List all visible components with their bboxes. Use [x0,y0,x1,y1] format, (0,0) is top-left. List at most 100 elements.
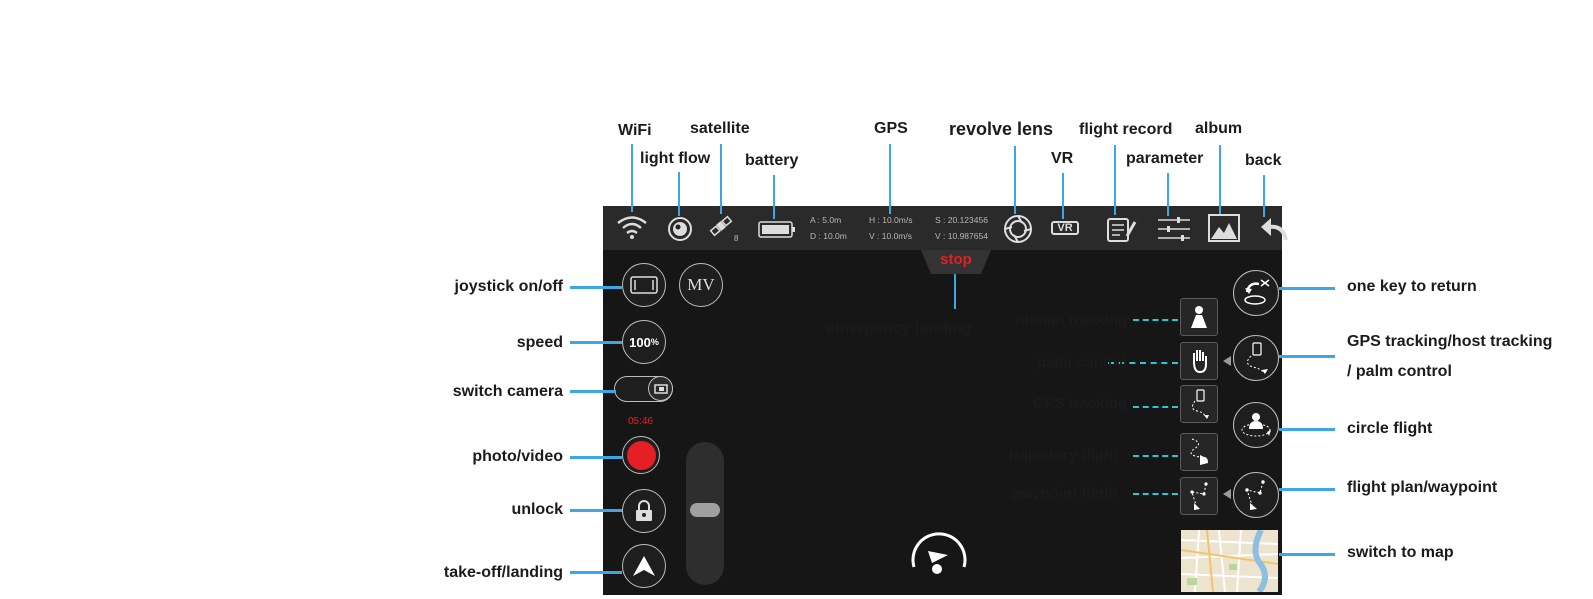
callout-line [678,172,680,216]
record-icon [626,440,656,470]
stop-label: stop [940,251,972,268]
parameter-icon[interactable] [1157,216,1191,242]
vr-icon[interactable]: VR [1051,221,1079,235]
switch-camera-toggle[interactable] [614,376,673,402]
flight-mode-dial[interactable] [906,521,972,587]
light-flow-icon[interactable] [667,216,693,242]
label-light-flow: light flow [640,150,711,167]
gps-host-palm-button[interactable] [1233,335,1279,381]
throttle-slider-handle[interactable] [690,503,720,517]
vr-label: VR [1051,221,1079,235]
trajectory-icon [1190,438,1208,465]
unlock-button[interactable] [622,489,666,533]
label-vr: VR [1051,150,1074,167]
flight-plan-button[interactable] [1233,472,1279,518]
human-tracking-button[interactable] [1180,298,1218,336]
label-gps-host-palm-2: / palm control [1347,363,1452,380]
speed-button[interactable]: 100% [622,320,666,364]
wifi-icon[interactable] [616,214,648,240]
callout-line [1279,355,1335,358]
label-trajectory-flight: trajectory flight [1008,447,1118,464]
callout-line [1062,173,1064,219]
back-icon[interactable] [1259,216,1289,242]
palm-icon [1193,350,1207,374]
callout-dash-line [1133,455,1178,457]
palm-control-button[interactable] [1180,342,1218,380]
takeoff-icon [633,556,655,576]
label-human-tracking: human tracking [1015,312,1127,329]
label-gps: GPS [874,120,908,137]
horizontal-speed-readout: H : 10.0m/s [869,215,913,225]
callout-line [773,175,775,219]
callout-line [1114,145,1116,215]
callout-line [631,144,633,212]
expand-arrow-icon [1223,356,1231,366]
callout-line [1279,287,1335,290]
label-photo-video: photo/video [472,448,563,465]
label-gps-tracking: GPS tracking [1032,395,1127,412]
speed-value: 100 [629,334,651,350]
label-circle-flight: circle flight [1347,420,1433,437]
gps-tracking-button[interactable] [1180,385,1218,423]
label-palm-control: palm control [1036,354,1127,371]
gps-tracking-icon [1191,389,1209,419]
callout-line [570,571,622,574]
label-wifi: WiFi [618,122,652,139]
label-switch-map: switch to map [1347,544,1454,561]
callout-line [1279,553,1335,556]
label-waypoint-flight: waypoint flight [1012,485,1118,502]
label-flight-record: flight record [1079,121,1173,138]
label-flight-plan: flight plan/waypoint [1347,479,1498,496]
callout-line [570,286,622,289]
callout-line [1279,428,1335,431]
one-key-return-button[interactable] [1233,270,1279,316]
waypoint-icon [1190,482,1208,510]
album-icon[interactable] [1208,214,1240,242]
lock-icon [636,500,652,521]
callout-line [954,274,956,309]
return-home-icon [1244,279,1270,305]
gps-tracking-icon [1247,342,1268,374]
callout-line [720,144,722,214]
trajectory-flight-button[interactable] [1180,433,1218,471]
map-thumbnail[interactable] [1181,530,1278,592]
flight-record-icon[interactable] [1105,214,1137,244]
altitude-readout: A : 5.0m [810,215,842,225]
circle-flight-button[interactable] [1233,402,1279,448]
label-unlock: unlock [511,501,563,518]
label-satellite: satellite [690,120,750,137]
callout-line [1279,488,1335,491]
callout-line [1263,175,1265,217]
vertical-speed-readout: V : 10.0m/s [869,231,912,241]
distance-readout: D : 10.0m [810,231,847,241]
speed-unit: % [650,337,659,347]
label-emergency-landing: emergency landing [826,320,972,337]
mv-button[interactable]: MV [679,263,723,307]
longitude-readout: V : 10.987654 [935,231,988,241]
callout-dash-line [1133,406,1178,408]
emergency-stop-button[interactable]: stop [921,250,991,274]
label-joystick: joystick on/off [454,278,563,295]
callout-line [889,144,891,214]
record-timer: 05:46 [628,416,654,427]
revolve-lens-icon[interactable] [1003,214,1033,244]
battery-icon [758,220,796,240]
joystick-icon [630,276,658,294]
satellite-count: 8 [734,234,739,243]
callout-line [1219,145,1221,214]
callout-line [570,509,622,512]
throttle-slider-track[interactable] [686,442,724,585]
label-battery: battery [745,152,799,169]
callout-line [1167,173,1169,216]
waypoint-flight-button[interactable] [1180,477,1218,515]
label-back: back [1245,152,1282,169]
takeoff-landing-button[interactable] [622,544,666,588]
label-parameter: parameter [1126,150,1204,167]
mv-label: MV [687,275,715,294]
satellite-icon [708,212,738,242]
human-tracking-icon [1191,306,1207,328]
joystick-toggle-button[interactable] [622,263,666,307]
photo-video-button[interactable] [622,436,660,474]
label-album: album [1195,120,1243,137]
camera-switch-icon [648,376,673,401]
